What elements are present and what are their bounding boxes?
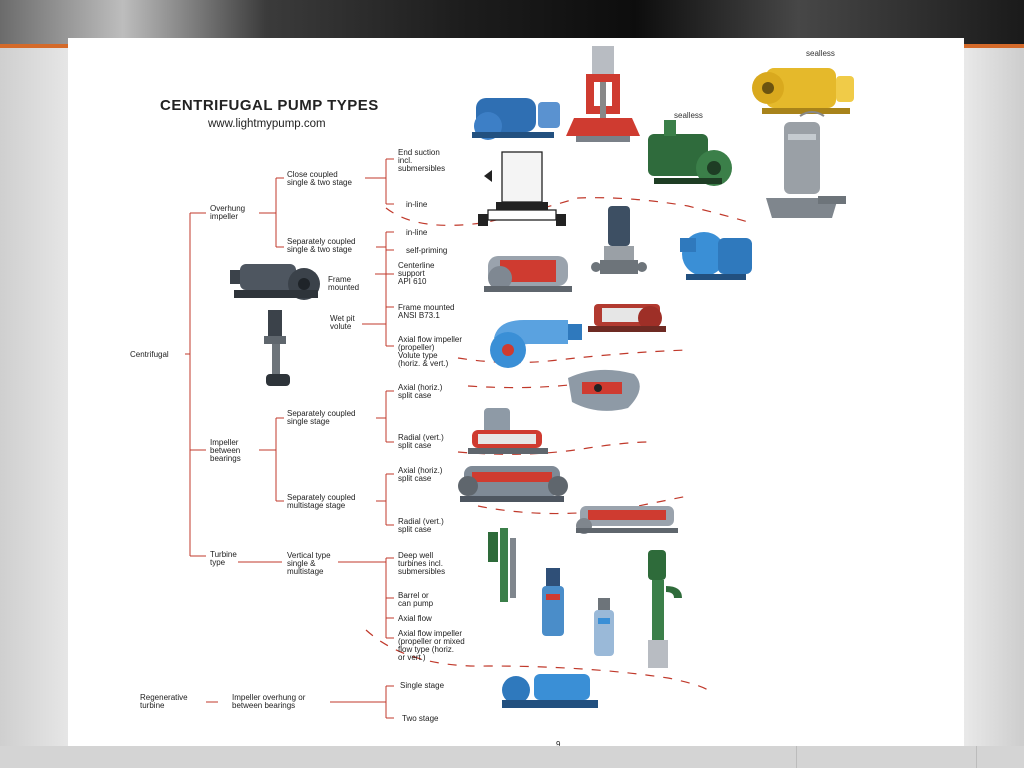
node-separately-coupled-multi-line2: multistage stage (287, 501, 346, 510)
node-frame-mounted-ansi-line2: ANSI B73.1 (398, 311, 440, 320)
node-in-line-2: in-line (406, 228, 428, 237)
node-centrifugal: Centrifugal (130, 350, 169, 359)
pump-image-sealless-green (648, 120, 732, 186)
node-impeller-between-line2: between (210, 446, 240, 455)
pump-image-axial-split-case-1 (568, 369, 640, 411)
node-separately-coupled-multi-line1: Separately coupled (287, 493, 356, 502)
node-frame-mounted-line2: mounted (328, 283, 359, 292)
node-impeller-overhung-or-line1: Impeller overhung or (232, 693, 306, 702)
node-barrel-line1: Barrel or (398, 591, 429, 600)
pump-image-axial-split-case-2 (458, 466, 568, 502)
node-overhung-line2: impeller (210, 212, 238, 221)
node-frame-mounted-ansi-line1: Frame mounted (398, 303, 454, 312)
node-overhung-line1: Overhung (210, 204, 245, 213)
node-axial-flow-impeller-1-line3: Volute type (398, 351, 438, 360)
pump-image-frame-mounted-ansi (588, 304, 666, 332)
footer-segment (976, 746, 1024, 768)
node-vertical-type-line1: Vertical type (287, 551, 331, 560)
pump-image-self-priming-blue (680, 232, 752, 280)
node-regenerative-line2: turbine (140, 701, 165, 710)
node-radial-split-2-line2: split case (398, 525, 432, 534)
diagram-title: CENTRIFUGAL PUMP TYPES (160, 97, 379, 114)
sealless-label-top: sealless (806, 49, 835, 58)
source-url: www.lightmypump.com (207, 118, 326, 130)
node-deep-well-line1: Deep well (398, 551, 433, 560)
pump-image-centerline-api610 (484, 256, 572, 292)
node-impeller-between-line3: bearings (210, 454, 241, 463)
pump-image-in-line-bw (478, 151, 566, 226)
node-axial-flow-impeller-1-line2: (propeller) (398, 343, 435, 352)
node-centerline-line2: support (398, 269, 425, 278)
node-deep-well-line2: turbines incl. (398, 559, 443, 568)
node-separately-coupled-single-line1: Separately coupled (287, 409, 356, 418)
node-centerline-line3: API 610 (398, 277, 427, 286)
footer-bar (0, 746, 1024, 768)
pump-image-submersible-grey (766, 111, 846, 218)
pump-image-radial-split-case-2 (576, 506, 678, 534)
node-end-suction-line3: submersibles (398, 164, 445, 173)
node-centerline-line1: Centerline (398, 261, 435, 270)
node-in-line-1: in-line (406, 200, 428, 209)
node-deep-well-line3: submersibles (398, 567, 445, 576)
node-separately-coupled-1-line2: single & two stage (287, 245, 352, 254)
node-end-suction-line1: End suction (398, 148, 440, 157)
background-left (0, 48, 68, 748)
node-axial-flow-impeller-2-line3: flow type (horiz. (398, 645, 454, 654)
node-axial-flow-impeller-2-line2: (propeller or mixed (398, 637, 465, 646)
node-impeller-overhung-or-line2: between bearings (232, 701, 295, 710)
node-barrel-line2: can pump (398, 599, 434, 608)
pump-image-mixed-flow-green (648, 550, 682, 668)
node-turbine-type-line1: Turbine (210, 550, 237, 559)
footer-segment (796, 746, 977, 768)
pump-image-radial-split-case-1 (468, 408, 548, 454)
node-close-coupled-line2: single & two stage (287, 178, 352, 187)
node-axial-flow-impeller-2-line4: or vert.) (398, 653, 426, 662)
node-axial-flow-impeller-2-line1: Axial flow impeller (398, 629, 462, 638)
node-axial-split-1-line1: Axial (horiz.) (398, 383, 443, 392)
node-radial-split-2-line1: Radial (vert.) (398, 517, 444, 526)
pump-image-in-line-vertical (591, 206, 647, 274)
pump-image-frame-mounted (230, 264, 320, 300)
node-radial-split-1-line1: Radial (vert.) (398, 433, 444, 442)
node-turbine-type-line2: type (210, 558, 226, 567)
node-vertical-type-line3: multistage (287, 567, 324, 576)
node-axial-split-1-line2: split case (398, 391, 432, 400)
node-close-coupled-line1: Close coupled (287, 170, 338, 179)
node-end-suction-line2: incl. (398, 156, 412, 165)
pump-image-axial-flow-vertical (594, 598, 614, 656)
sealless-label-mid: sealless (674, 111, 703, 120)
pump-image-regenerative-turbine (502, 674, 598, 708)
pump-image-barrel-can (542, 568, 564, 636)
node-single-stage: Single stage (400, 681, 445, 690)
tree-labels: Centrifugal Overhung impeller Close coup… (130, 148, 465, 723)
node-axial-split-2-line1: Axial (horiz.) (398, 466, 443, 475)
page-number: 9 (556, 740, 561, 746)
node-two-stage: Two stage (402, 714, 439, 723)
pump-image-sealless-yellow (752, 68, 854, 114)
node-separately-coupled-1-line1: Separately coupled (287, 237, 356, 246)
slide: CENTRIFUGAL PUMP TYPES www.lightmypump.c… (68, 38, 964, 746)
node-axial-split-2-line2: split case (398, 474, 432, 483)
tree-connectors (185, 158, 394, 719)
pump-image-vertical-cutaway-red (566, 46, 640, 142)
node-axial-flow: Axial flow (398, 614, 432, 623)
node-radial-split-1-line2: split case (398, 441, 432, 450)
pump-types-diagram: CENTRIFUGAL PUMP TYPES www.lightmypump.c… (130, 46, 854, 746)
node-axial-flow-impeller-1-line1: Axial flow impeller (398, 335, 462, 344)
node-wet-pit-line2: volute (330, 322, 352, 331)
node-vertical-type-line2: single & (287, 559, 316, 568)
node-axial-flow-impeller-1-line4: (horiz. & vert.) (398, 359, 449, 368)
pump-image-axial-flow-blue (490, 320, 582, 368)
background-right (964, 48, 1024, 748)
node-impeller-between-line1: Impeller (210, 438, 239, 447)
pump-image-deep-well-turbine (488, 528, 516, 602)
node-wet-pit-line1: Wet pit (330, 314, 356, 323)
node-regenerative-line1: Regenerative (140, 693, 188, 702)
pump-image-wet-pit-volute (264, 310, 290, 386)
pump-image-close-coupled-blue (472, 98, 560, 140)
node-self-priming: self-priming (406, 246, 447, 255)
node-separately-coupled-single-line2: single stage (287, 417, 330, 426)
node-frame-mounted-line1: Frame (328, 275, 352, 284)
